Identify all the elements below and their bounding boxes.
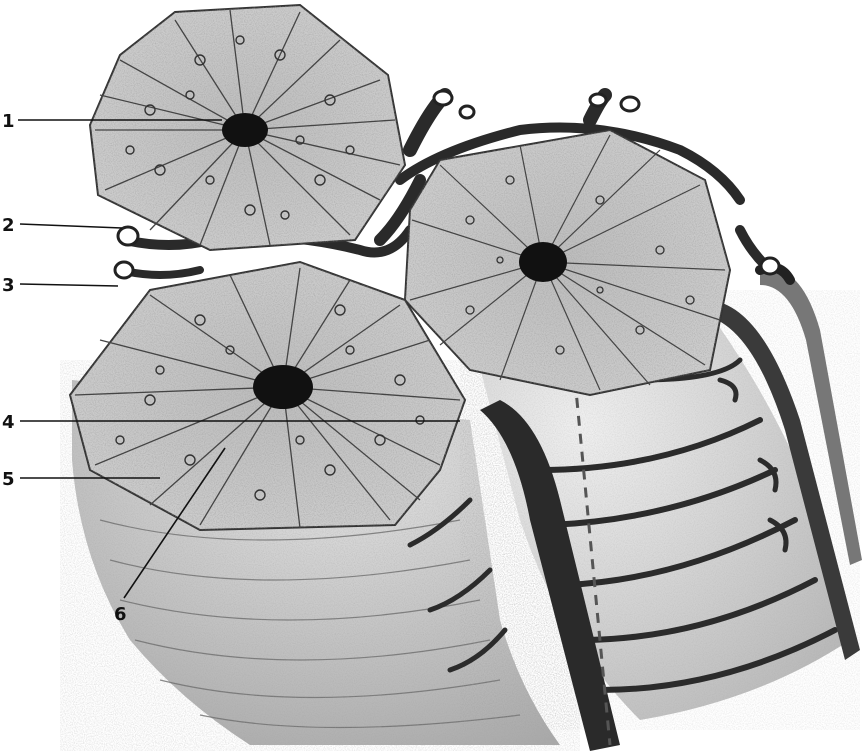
label-3-text: 3 <box>2 275 15 296</box>
central-vein-right <box>519 242 567 282</box>
central-vein-front <box>253 365 313 409</box>
label-6-text: 6 <box>114 604 127 625</box>
label-4-text: 4 <box>2 412 15 433</box>
label-5-text: 5 <box>2 469 15 490</box>
lobule-top <box>90 5 405 250</box>
central-vein-top <box>222 113 268 147</box>
label-2-text: 2 <box>2 215 15 236</box>
label-1-text: 1 <box>2 111 15 132</box>
lobule-right <box>405 130 730 395</box>
lobule-front <box>70 262 465 530</box>
label-3: 3 <box>2 275 118 296</box>
label-2: 2 <box>2 215 122 236</box>
